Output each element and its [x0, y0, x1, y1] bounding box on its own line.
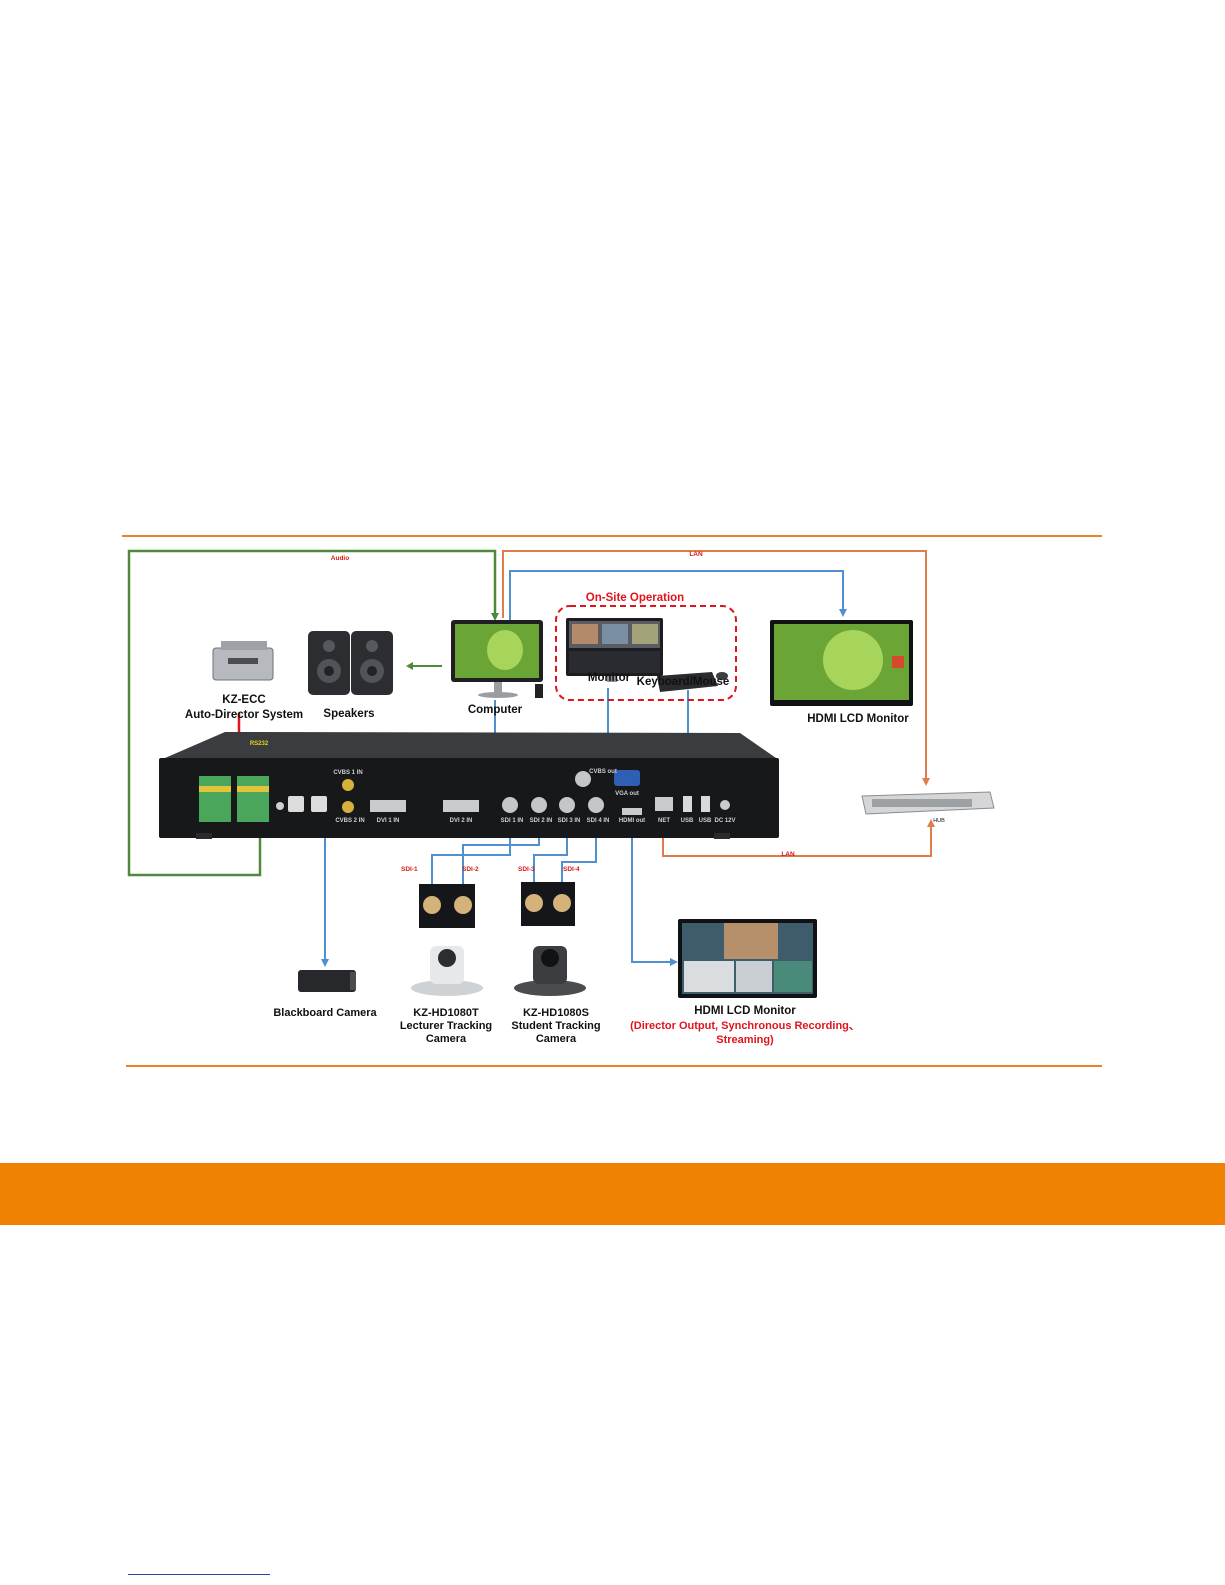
operation-monitor [566, 618, 663, 682]
blackboard-camera-label: Blackboard Camera [273, 1007, 377, 1019]
sdi1-port-label: SDI 1 IN [501, 818, 524, 824]
computer-label: Computer [468, 704, 523, 716]
vga-out-port-label: VGA out [615, 791, 639, 797]
blackboard-camera-device [298, 970, 356, 992]
cvbs1-port-label: CVBS 1 IN [333, 770, 362, 776]
cvbs-out-port-label: CVBS out [589, 769, 617, 775]
kz-ecc-label: KZ-ECC [222, 694, 265, 706]
hdmi-out-to-monitor-line [631, 822, 673, 963]
footer-band [0, 1163, 1225, 1225]
lan-line-top [502, 550, 927, 780]
hub-device [861, 791, 995, 815]
on-site-operation-label: On-Site Operation [586, 592, 684, 604]
hdmi-out-port-label: HDMI out [619, 818, 645, 824]
hdmi-lcd-monitor-bottom [678, 919, 817, 998]
student-camera-device [514, 946, 586, 996]
sdi2-connection-label: SDI-2 [462, 866, 479, 873]
keyboard-mouse-label: Keyboard/Mouse [637, 676, 730, 688]
hdmi-bottom-arrowhead [670, 958, 678, 966]
hdmi-monitor-top-label: HDMI LCD Monitor [807, 713, 909, 725]
hub-arrowhead [922, 778, 930, 786]
sdi4-port-label: SDI 4 IN [587, 818, 610, 824]
rs232-connection-label: RS232 [250, 741, 269, 747]
blackboard-arrowhead [321, 959, 329, 967]
student-role-label: Student Tracking [511, 1020, 600, 1032]
sdi1-connection-label: SDI-1 [401, 866, 418, 873]
lan-bottom-connection-label: LAN [781, 851, 795, 858]
recorder-rear-panel [159, 732, 779, 839]
usb2-port-label: USB [699, 818, 712, 824]
dvi1-port-label: DVI 1 IN [377, 818, 400, 824]
speakers-device [308, 631, 393, 695]
lecturer-camera-label: Camera [426, 1033, 467, 1045]
on-site-operation-group [555, 605, 737, 701]
cvbs2-port-label: CVBS 2 IN [335, 818, 364, 824]
dc-port-label: DC 12V [714, 818, 735, 824]
speakers-arrowhead [406, 662, 413, 670]
usb1-port-label: USB [681, 818, 694, 824]
sdi-plate-left [419, 884, 475, 928]
keyboard-mouse-device [657, 672, 728, 692]
sdi3-port-label: SDI 3 IN [558, 818, 581, 824]
hdmi-monitor-bottom-label: HDMI LCD Monitor [694, 1005, 796, 1017]
hdmi-lcd-monitor-top [770, 620, 913, 706]
lan-top-connection-label: LAN [689, 551, 703, 558]
audio-connection-label: Audio [331, 555, 349, 562]
net-port-label: NET [658, 818, 670, 824]
student-camera-label: Camera [536, 1033, 577, 1045]
kz-ecc-device [212, 641, 274, 681]
audio-line [127, 549, 497, 877]
computer-device [451, 620, 543, 698]
auto-director-label: Auto-Director System [185, 709, 303, 721]
student-model-label: KZ-HD1080S [523, 1007, 589, 1019]
hdmi-top-arrowhead [839, 609, 847, 617]
footnote-rule [128, 1574, 270, 1575]
computer-audio-arrowhead [491, 613, 499, 621]
lecturer-camera-device [411, 946, 483, 996]
computer-to-hdmi-monitor-line [509, 570, 844, 620]
sdi2-port-label: SDI 2 IN [530, 818, 553, 824]
sdi4-connection-label: SDI-4 [563, 866, 580, 873]
director-output-label: (Director Output, Synchronous Recording、 [630, 1020, 860, 1032]
hub-up-arrowhead [927, 819, 935, 827]
lecturer-model-label: KZ-HD1080T [413, 1007, 479, 1019]
sdi3-connection-label: SDI-3 [518, 866, 535, 873]
dvi2-port-label: DVI 2 IN [450, 818, 473, 824]
speakers-label: Speakers [323, 708, 374, 720]
monitor-label: Monitor [588, 672, 631, 684]
streaming-label: Streaming) [716, 1034, 774, 1046]
lecturer-role-label: Lecturer Tracking [400, 1020, 492, 1032]
sdi-plate-right [521, 882, 575, 926]
hub-label: HUB [933, 818, 945, 824]
